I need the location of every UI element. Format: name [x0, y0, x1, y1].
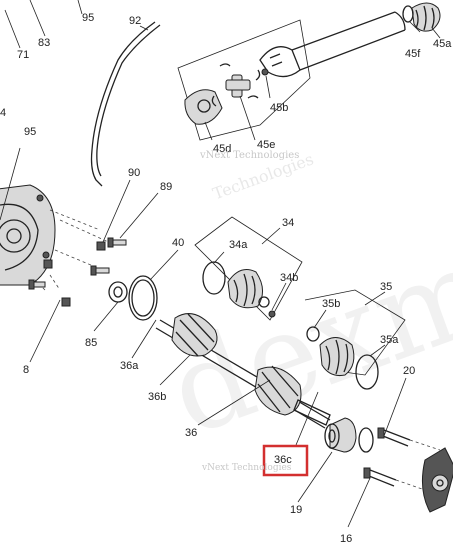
- boot-35b: [306, 326, 320, 342]
- label-19: 19: [290, 504, 302, 516]
- label-40: 40: [172, 237, 184, 249]
- yoke-45d: [184, 89, 223, 125]
- label-34b: 34b: [280, 272, 298, 284]
- label-36a: 36a: [120, 360, 139, 372]
- bolts-set: [28, 259, 110, 307]
- bolt-90: [96, 241, 106, 251]
- vent-tube-92: [90, 21, 156, 187]
- boot-34a: [202, 261, 270, 309]
- label-92: 92: [129, 15, 141, 27]
- bolt-89: [107, 237, 127, 248]
- watermark-text-3: vNext Technologies: [201, 463, 292, 473]
- grease-fitting-45b: [261, 68, 269, 76]
- label-36b: 36b: [148, 391, 166, 403]
- label-35b: 35b: [322, 298, 340, 310]
- boot-kit-35-box: [304, 289, 406, 376]
- clamp-45f: [402, 5, 414, 23]
- label-36: 36: [185, 427, 197, 439]
- label-45f: 45f: [405, 48, 421, 60]
- label-35a: 35a: [380, 334, 399, 346]
- label-16: 16: [340, 533, 352, 545]
- highlight-box-36c: [262, 444, 309, 477]
- label-34a: 34a: [229, 239, 248, 251]
- label-8: 8: [23, 364, 29, 376]
- label-45a: 45a: [433, 38, 452, 50]
- label-34: 34: [282, 217, 294, 229]
- label-90: 90: [128, 167, 140, 179]
- label-20: 20: [403, 365, 415, 377]
- hub-16: [421, 447, 453, 513]
- label-45b: 45b: [270, 102, 288, 114]
- label-85: 85: [85, 337, 97, 349]
- label-45e: 45e: [257, 139, 275, 151]
- cross-45e: [211, 63, 261, 107]
- boot-45a: [411, 2, 441, 32]
- ring-40: [128, 275, 158, 321]
- label-4: 4: [0, 107, 6, 119]
- label-45d: 45d: [213, 143, 231, 155]
- circlip-20: [358, 427, 374, 453]
- bearing-19: [324, 417, 357, 453]
- drive-shaft-tube: [259, 11, 406, 78]
- watermark-text-1: vNext Technologies: [199, 150, 299, 161]
- wheel-studs: [363, 427, 441, 491]
- clamp-34b: [268, 310, 276, 318]
- boot-35a: [319, 337, 379, 390]
- label-95-top: 95: [82, 12, 94, 24]
- seal-85: [108, 281, 128, 303]
- label-71: 71: [17, 49, 29, 61]
- label-35: 35: [380, 281, 392, 293]
- label-83: 83: [38, 37, 50, 49]
- drive-shaft-36: [155, 313, 331, 429]
- leader-lines: [0, 0, 441, 528]
- front-differential-housing: [0, 184, 56, 286]
- label-36c: 36c: [274, 454, 292, 466]
- ujoint-kit-box: [177, 19, 311, 141]
- label-95: 95: [24, 126, 36, 138]
- label-89: 89: [160, 181, 172, 193]
